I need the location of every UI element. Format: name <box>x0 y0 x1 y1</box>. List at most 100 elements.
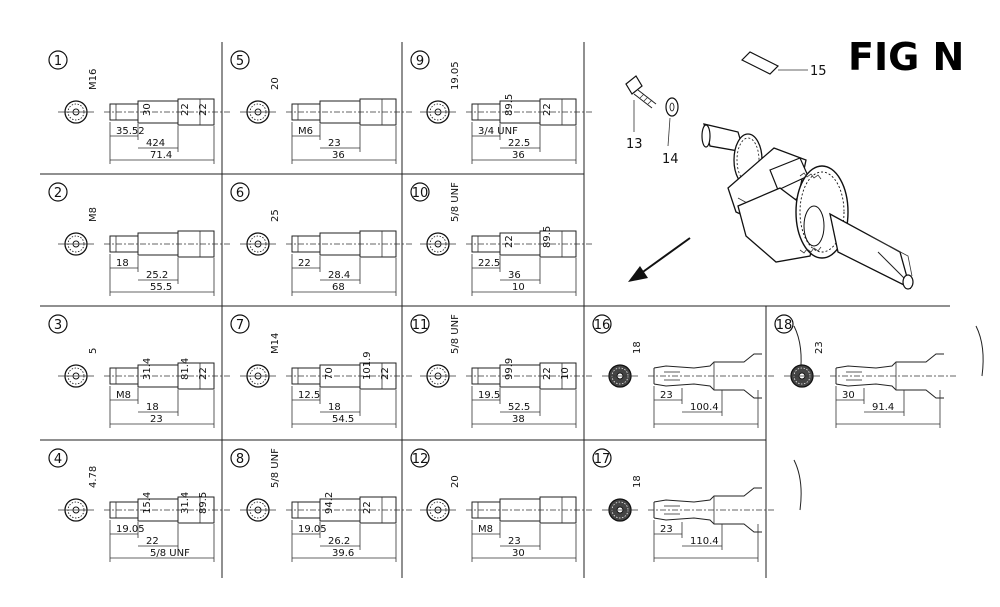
dimension-label: 18 <box>328 402 341 413</box>
dimension-label: 5/8 UNF <box>270 448 281 488</box>
dimension-label: 23 <box>328 138 341 149</box>
variant-number: 7 <box>236 318 244 333</box>
variant-badge <box>230 314 250 334</box>
dimension-label: M8 <box>88 207 99 222</box>
dimension-label: 19.5 <box>478 390 500 401</box>
part-label-13: 13 <box>626 137 643 152</box>
dimension-label: 12.5 <box>298 390 320 401</box>
dimension-label: 10 <box>512 282 525 293</box>
variant-number: 8 <box>236 452 244 467</box>
dimension-label: 20 <box>450 475 461 488</box>
variant-badge <box>230 50 250 70</box>
dimension-label: 55.5 <box>150 282 172 293</box>
dimension-label: M8 <box>116 390 131 401</box>
dimension-label: 39.6 <box>332 548 354 559</box>
variant-badge <box>48 448 68 468</box>
dimension-label: 19.05 <box>450 61 461 90</box>
dimension-label: 22 <box>542 367 553 380</box>
dimension-label: 89.5 <box>504 94 515 116</box>
key-part-15 <box>740 51 808 75</box>
variant-badge <box>410 182 430 202</box>
dimension-label: 36 <box>332 150 345 161</box>
dimension-label: 18 <box>116 258 129 269</box>
variant-number: 6 <box>236 186 244 201</box>
crankshaft-assembly-illustration: 15 13 14 <box>625 51 914 290</box>
dimension-label: 19.05 <box>298 524 327 535</box>
dimension-label: M8 <box>478 524 493 535</box>
variant-badge <box>592 314 612 334</box>
dimension-label: 10 <box>560 367 571 380</box>
variant-badge <box>48 314 68 334</box>
variant-number: 11 <box>412 318 429 333</box>
dimension-label: 31.4 <box>180 492 191 514</box>
dimension-label: 81.4 <box>180 358 191 380</box>
bolt-part-13 <box>625 75 657 132</box>
dimension-label: 5 <box>88 348 99 354</box>
dimension-label: M14 <box>270 333 281 354</box>
part-label-15: 15 <box>810 64 827 79</box>
dimension-label: 18 <box>632 341 643 354</box>
dimension-label: 20 <box>270 77 281 90</box>
dimension-label: 424 <box>146 138 165 149</box>
variant-number: 3 <box>54 318 62 333</box>
dimension-label: 30 <box>512 548 525 559</box>
dimension-label: 54.5 <box>332 414 354 425</box>
dimension-label: 22 <box>180 103 191 116</box>
dimension-label: 18 <box>632 475 643 488</box>
dimension-label: 23 <box>150 414 163 425</box>
dimension-label: 4.78 <box>88 466 99 488</box>
variant-badge <box>48 50 68 70</box>
dimension-label: 22.5 <box>478 258 500 269</box>
variant-number: 5 <box>236 54 244 69</box>
dimension-label: 91.4 <box>872 402 894 413</box>
dimension-label: 94.2 <box>324 492 335 514</box>
variant-badge <box>410 448 430 468</box>
grid-lines <box>40 42 950 578</box>
dimension-label: 68 <box>332 282 345 293</box>
dimension-label: 100.4 <box>690 402 719 413</box>
variant-badge <box>230 448 250 468</box>
variant-badge <box>410 50 430 70</box>
dimension-label: 36 <box>508 270 521 281</box>
variant-number: 18 <box>776 318 793 333</box>
dimension-label: 52.5 <box>508 402 530 413</box>
dimension-label: 101.9 <box>362 351 373 380</box>
variant-number: 17 <box>594 452 611 467</box>
dimension-label: 5/8 UNF <box>150 548 190 559</box>
variant-badge <box>774 314 794 334</box>
dimension-label: 22 <box>504 235 515 248</box>
dimension-label: 35.52 <box>116 126 145 137</box>
dimension-label: 36 <box>512 150 525 161</box>
dimension-label: M16 <box>88 69 99 90</box>
dimension-label: 31.4 <box>142 358 153 380</box>
variant-number: 10 <box>412 186 429 201</box>
variant-badge <box>592 448 612 468</box>
variant-number: 4 <box>54 452 62 467</box>
part-label-14: 14 <box>662 152 679 167</box>
dimension-label: 23 <box>814 341 825 354</box>
variant-18: 18 23 30 91.4 <box>774 314 984 428</box>
dimension-label: 25 <box>270 209 281 222</box>
dimension-label: 26.2 <box>328 536 350 547</box>
variant-number: 1 <box>54 54 62 69</box>
dimension-label: 18 <box>146 402 159 413</box>
dimension-label: 30 <box>842 390 855 401</box>
dimension-label: 25.2 <box>146 270 168 281</box>
dimension-label: 22 <box>362 501 373 514</box>
dimension-label: 89.5 <box>198 492 209 514</box>
dimension-label: 30 <box>142 103 153 116</box>
dimension-label: 3/4 UNF <box>478 126 518 137</box>
